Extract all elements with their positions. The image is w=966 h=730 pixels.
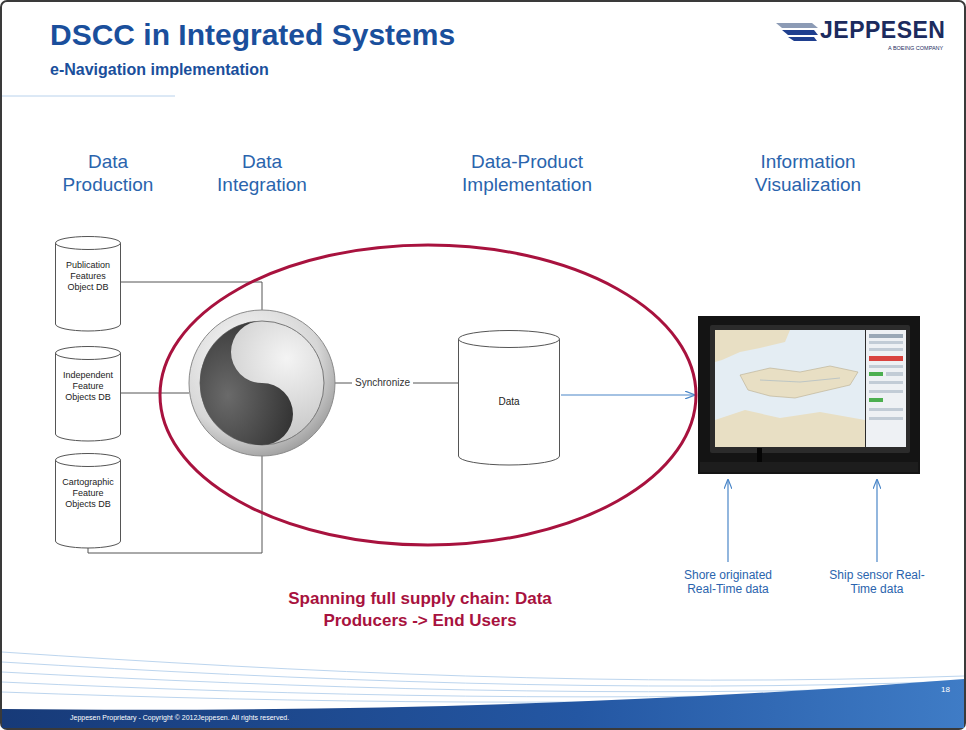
input-label: Ship sensor Real-Time data xyxy=(827,568,927,596)
callout-text: Spanning full supply chain: Data Produce… xyxy=(275,588,565,632)
column-header: Data Integration xyxy=(201,150,323,196)
column-header: Information Visualization xyxy=(737,150,879,196)
node-text: Data xyxy=(458,330,560,408)
database-cylinder: Cartographic Feature Objects DB xyxy=(55,453,121,548)
slide-subtitle: e-Navigation implementation xyxy=(50,60,269,79)
node-text: Independent Feature Objects DB xyxy=(55,346,121,403)
footer-band xyxy=(2,679,964,728)
scope-ellipse xyxy=(160,245,696,545)
data-cylinder: Data xyxy=(458,330,560,465)
node-label: Cartographic Feature Objects DB xyxy=(58,477,118,510)
node-text: Publication Features Object DB xyxy=(55,236,121,293)
column-header: Data-Product Implementation xyxy=(446,150,608,196)
logo-swoosh xyxy=(776,23,818,41)
connector-label: Synchronize xyxy=(352,377,413,389)
ecdis-display xyxy=(698,316,920,474)
footer-copyright: Jeppesen Proprietary - Copyright © 2012J… xyxy=(70,714,289,722)
input-arrow xyxy=(727,480,728,562)
logo-wordmark: JEPPESEN xyxy=(820,16,945,44)
header-rule xyxy=(2,96,175,97)
page-number: 18 xyxy=(941,685,950,695)
column-header: Data Production xyxy=(52,150,164,196)
input-label: Shore originated Real-Time data xyxy=(671,568,785,596)
input-arrow xyxy=(876,480,877,562)
integration-symbol xyxy=(189,310,335,456)
database-cylinder: Publication Features Object DB xyxy=(55,236,121,331)
node-text: Cartographic Feature Objects DB xyxy=(55,453,121,510)
node-label: Independent Feature Objects DB xyxy=(58,370,118,403)
flow-arrow xyxy=(561,394,694,395)
slide-title: DSCC in Integrated Systems xyxy=(50,17,455,53)
database-cylinder: Independent Feature Objects DB xyxy=(55,346,121,441)
node-label: Publication Features Object DB xyxy=(58,260,118,293)
logo-tagline: A BOEING COMPANY xyxy=(888,45,943,52)
node-label: Data xyxy=(461,396,557,408)
db-wires xyxy=(88,282,458,553)
